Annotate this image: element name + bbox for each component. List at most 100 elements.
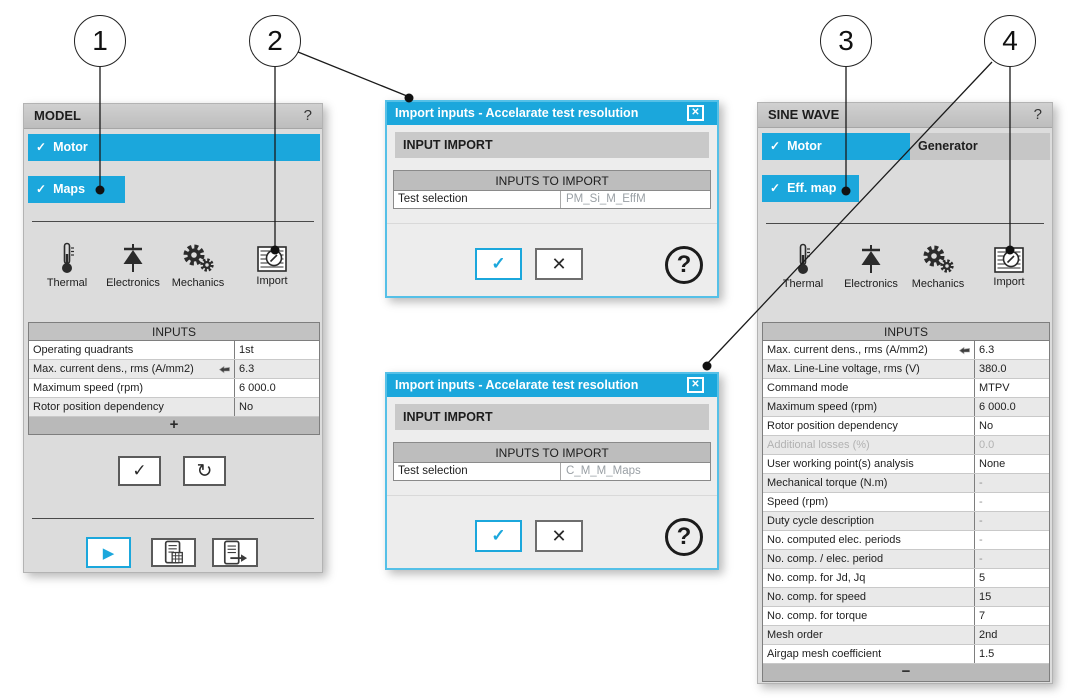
close-icon[interactable]: ✕ bbox=[687, 105, 704, 121]
row-value[interactable]: 2nd bbox=[979, 629, 998, 641]
row-label: Max. current dens., rms (A/mm2) bbox=[33, 363, 194, 375]
dialog-title-bar[interactable]: Import inputs - Accelarate test resoluti… bbox=[387, 102, 717, 125]
table-row[interactable]: Mesh order 2nd bbox=[763, 626, 1049, 645]
test-selection-value[interactable]: C_M_M_Maps bbox=[560, 463, 710, 480]
table-row[interactable]: Rotor position dependency No bbox=[29, 398, 319, 417]
test-selection-value[interactable]: PM_Si_M_EffM bbox=[560, 191, 710, 208]
tool-import[interactable]: Import bbox=[237, 246, 307, 287]
table-row[interactable]: Maximum speed (rpm) 6 000.0 bbox=[29, 379, 319, 398]
row-value[interactable]: - bbox=[979, 515, 983, 527]
row-value[interactable]: 6.3 bbox=[239, 363, 255, 375]
cancel-button[interactable]: ✕ bbox=[535, 520, 583, 552]
table-row[interactable]: Command mode MTPV bbox=[763, 379, 1049, 398]
cancel-button[interactable]: ✕ bbox=[535, 248, 583, 280]
tab-maps-label: Maps bbox=[53, 182, 86, 196]
row-value[interactable]: 6.3 bbox=[979, 344, 995, 356]
run-button[interactable]: ▶ bbox=[86, 537, 131, 568]
callout-3: 3 bbox=[820, 15, 872, 67]
tool-mechanics[interactable]: Mechanics bbox=[164, 242, 232, 289]
tool-mechanics[interactable]: Mechanics bbox=[904, 243, 972, 290]
row-value[interactable]: None bbox=[979, 458, 1006, 470]
tool-import[interactable]: Import bbox=[974, 247, 1044, 288]
row-value[interactable]: 5 bbox=[979, 572, 986, 584]
table-row[interactable]: User working point(s) analysis None bbox=[763, 455, 1049, 474]
diode-icon bbox=[123, 244, 143, 272]
table-row[interactable]: Rotor position dependency No bbox=[763, 417, 1049, 436]
row-value[interactable]: 380.0 bbox=[979, 363, 1007, 375]
close-icon[interactable]: ✕ bbox=[687, 377, 704, 393]
row-value[interactable]: 0.0 bbox=[979, 439, 995, 451]
row-value[interactable]: 6 000.0 bbox=[239, 382, 276, 394]
table-row[interactable]: Max. Line-Line voltage, rms (V) 380.0 bbox=[763, 360, 1049, 379]
tool-thermal[interactable]: Thermal bbox=[34, 242, 100, 289]
row-value[interactable]: 7 bbox=[979, 610, 986, 622]
import-icon bbox=[257, 246, 287, 272]
tab-motor[interactable]: ✓Motor bbox=[28, 134, 320, 161]
tool-electronics[interactable]: Electronics bbox=[838, 243, 904, 290]
table-row[interactable]: Duty cycle description - bbox=[763, 512, 1049, 531]
row-value[interactable]: MTPV bbox=[979, 382, 1010, 394]
help-icon[interactable]: ? bbox=[1033, 106, 1042, 123]
ok-button[interactable]: ✓ bbox=[475, 248, 522, 280]
help-button[interactable]: ? bbox=[665, 518, 703, 556]
row-value[interactable]: - bbox=[979, 477, 983, 489]
tool-electronics-label: Electronics bbox=[844, 278, 898, 290]
cancel-icon: ✕ bbox=[551, 525, 567, 546]
table-row[interactable]: Speed (rpm) - bbox=[763, 493, 1049, 512]
play-icon: ▶ bbox=[102, 544, 115, 562]
row-value[interactable]: - bbox=[979, 534, 983, 546]
tab-eff-map[interactable]: ✓Eff. map bbox=[762, 175, 859, 202]
row-value[interactable]: - bbox=[979, 496, 983, 508]
ok-button[interactable]: ✓ bbox=[475, 520, 522, 552]
row-value[interactable]: No bbox=[239, 401, 254, 413]
row-value[interactable]: 1st bbox=[239, 344, 254, 356]
row-label: Maximum speed (rpm) bbox=[767, 401, 878, 413]
table-row[interactable]: Max. current dens., rms (A/mm2) 6.3 bbox=[763, 341, 1049, 360]
reset-button[interactable]: ↻ bbox=[183, 456, 226, 486]
check-icon: ✓ bbox=[132, 461, 147, 480]
table-row[interactable]: Airgap mesh coefficient 1.5 bbox=[763, 645, 1049, 664]
row-label: Max. Line-Line voltage, rms (V) bbox=[767, 363, 920, 375]
tool-import-label: Import bbox=[993, 276, 1025, 288]
table-header: INPUTS bbox=[763, 323, 1049, 341]
table-row[interactable]: Test selection C_M_M_Maps bbox=[394, 463, 710, 480]
help-button[interactable]: ? bbox=[665, 246, 703, 284]
row-value[interactable]: 6 000.0 bbox=[979, 401, 1016, 413]
dialog-title-bar[interactable]: Import inputs - Accelarate test resoluti… bbox=[387, 374, 717, 397]
dialog-section-header: INPUT IMPORT bbox=[395, 132, 709, 158]
tab-generator[interactable]: Generator bbox=[910, 133, 1050, 160]
help-icon[interactable]: ? bbox=[303, 107, 312, 124]
table-row[interactable]: Operating quadrants 1st bbox=[29, 341, 319, 360]
tab-motor-label: Motor bbox=[53, 140, 88, 154]
dialog-title: Import inputs - Accelarate test resoluti… bbox=[395, 378, 639, 392]
table-row[interactable]: Test selection PM_Si_M_EffM bbox=[394, 191, 710, 208]
table-row[interactable]: No. comp. for Jd, Jq 5 bbox=[763, 569, 1049, 588]
row-label: Mechanical torque (N.m) bbox=[767, 477, 888, 489]
tab-maps[interactable]: ✓Maps bbox=[28, 176, 125, 203]
table-row[interactable]: No. comp. / elec. period - bbox=[763, 550, 1049, 569]
export-button[interactable] bbox=[212, 538, 258, 567]
row-label: Operating quadrants bbox=[33, 344, 134, 356]
table-row[interactable]: No. comp. for torque 7 bbox=[763, 607, 1049, 626]
collapse-row-button[interactable]: − bbox=[763, 664, 1049, 681]
tab-motor[interactable]: ✓Motor bbox=[762, 133, 910, 160]
row-label: Airgap mesh coefficient bbox=[767, 648, 882, 660]
table-row[interactable]: Additional losses (%) 0.0 bbox=[763, 436, 1049, 455]
row-value[interactable]: 1.5 bbox=[979, 648, 995, 660]
table-row[interactable]: No. comp. for speed 15 bbox=[763, 588, 1049, 607]
report-button[interactable] bbox=[151, 538, 196, 567]
tool-electronics[interactable]: Electronics bbox=[100, 242, 166, 289]
apply-button[interactable]: ✓ bbox=[118, 456, 161, 486]
table-row[interactable]: Max. current dens., rms (A/mm2) 6.3 bbox=[29, 360, 319, 379]
callout-4: 4 bbox=[984, 15, 1036, 67]
row-value[interactable]: 15 bbox=[979, 591, 992, 603]
table-row[interactable]: Mechanical torque (N.m) - bbox=[763, 474, 1049, 493]
divider bbox=[32, 221, 314, 222]
table-row[interactable]: No. computed elec. periods - bbox=[763, 531, 1049, 550]
row-value[interactable]: - bbox=[979, 553, 983, 565]
add-row-button[interactable]: + bbox=[29, 417, 319, 434]
tool-thermal[interactable]: Thermal bbox=[770, 243, 836, 290]
tab-generator-label: Generator bbox=[918, 139, 978, 153]
row-value[interactable]: No bbox=[979, 420, 994, 432]
table-row[interactable]: Maximum speed (rpm) 6 000.0 bbox=[763, 398, 1049, 417]
